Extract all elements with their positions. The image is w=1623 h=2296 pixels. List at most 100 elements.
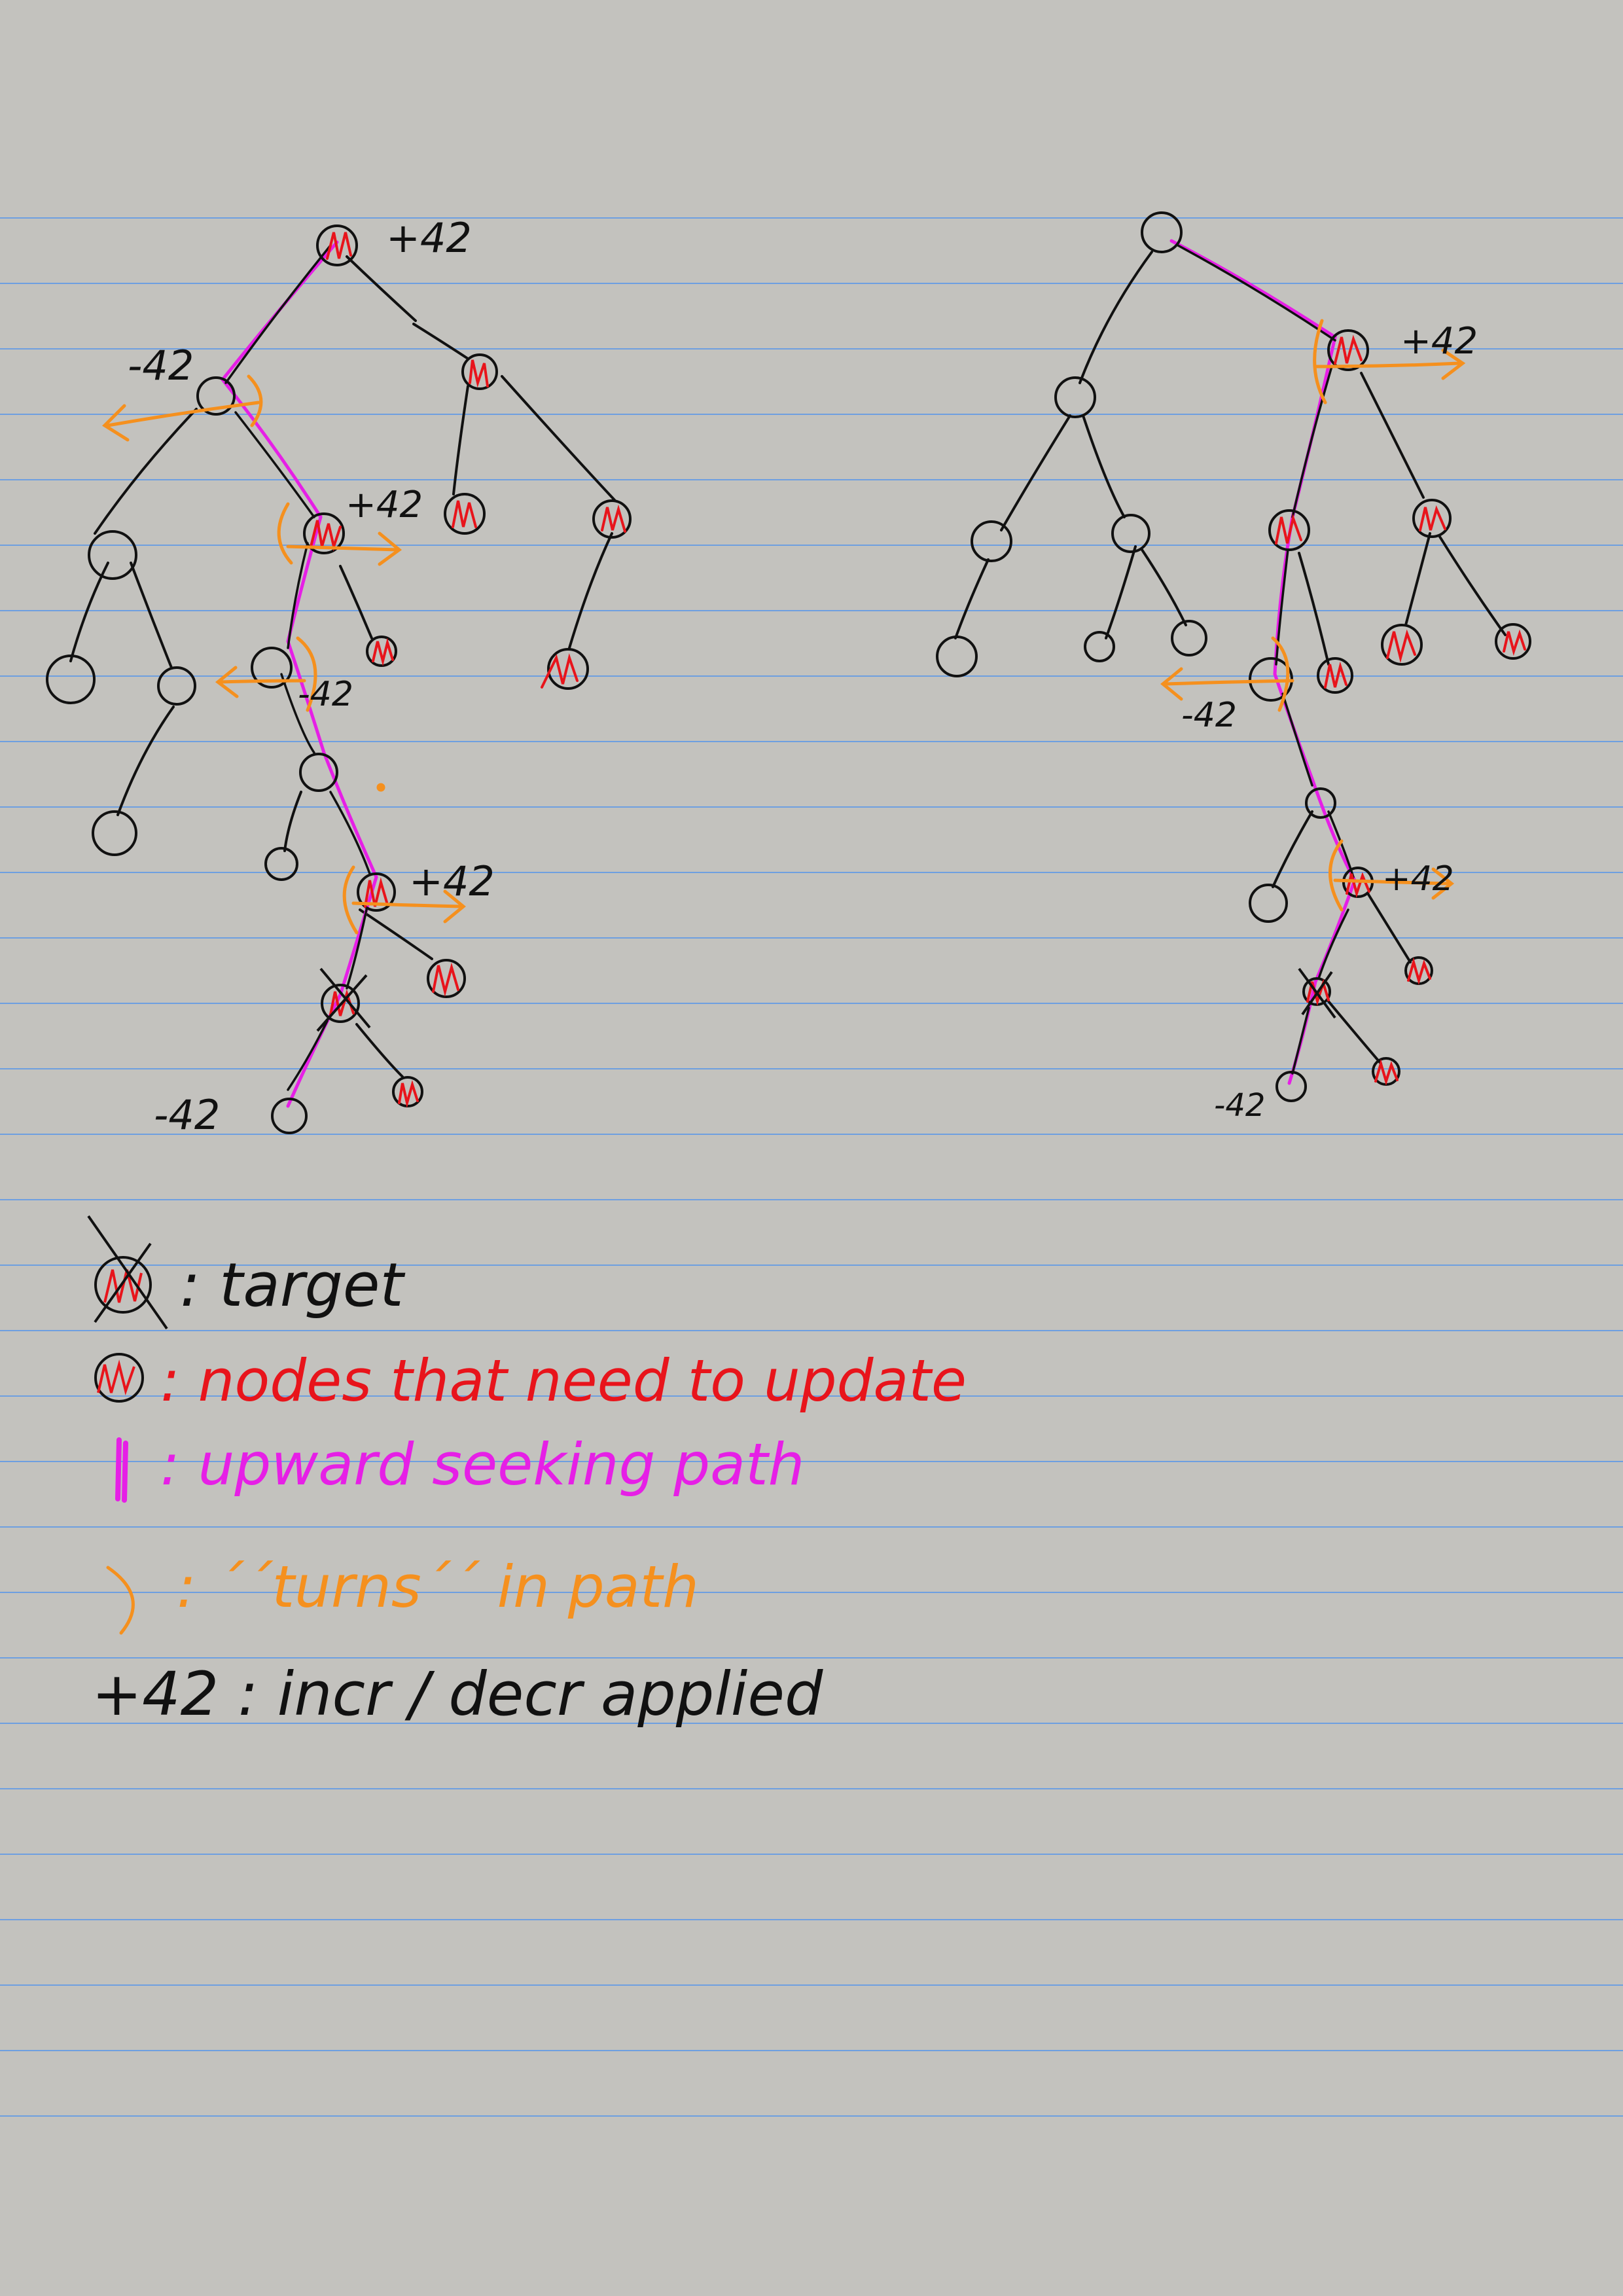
decrement-label: -42 xyxy=(1181,696,1237,735)
update-scribble xyxy=(1419,505,1446,531)
turn-arrow xyxy=(286,531,402,566)
turn-arrow xyxy=(1160,667,1294,701)
node xyxy=(1275,1071,1307,1102)
legend-update-label: : nodes that need to update xyxy=(160,1347,967,1414)
node xyxy=(1141,211,1183,253)
legend-target-label: : target xyxy=(180,1250,406,1320)
turn-arrow xyxy=(215,666,306,698)
turn-mark xyxy=(247,374,263,427)
right-target-cross xyxy=(1298,967,1336,1019)
node xyxy=(1111,514,1150,553)
legend-turn-label: : ´´turns´´ in path xyxy=(177,1553,699,1621)
increment-label: +42 xyxy=(346,484,423,526)
node xyxy=(1495,623,1531,660)
node xyxy=(271,1098,308,1134)
node xyxy=(936,636,978,677)
node xyxy=(592,499,632,539)
right-tree-edges xyxy=(954,251,1507,1065)
node xyxy=(392,1076,423,1107)
node xyxy=(1412,499,1452,538)
legend-turn-symbol xyxy=(106,1566,135,1635)
left-labels: +42 -42 +42 -42 +42 -42 xyxy=(128,214,495,1139)
legend: : target : nodes that need to update : u… xyxy=(87,1215,967,1729)
turn-mark xyxy=(277,502,293,565)
legend-target-symbol xyxy=(87,1215,168,1330)
right-chain-edges xyxy=(1177,244,1355,1075)
node xyxy=(971,520,1012,562)
node xyxy=(321,984,360,1023)
turn-arrow xyxy=(102,401,260,442)
update-scribble xyxy=(1386,629,1416,663)
right-turn-marks xyxy=(1160,319,1466,912)
decrement-label: -42 xyxy=(154,1091,220,1139)
node xyxy=(1171,620,1207,656)
update-scribble xyxy=(541,653,579,689)
increment-label: +42 xyxy=(1382,859,1454,899)
left-tree-nodes xyxy=(46,224,632,1134)
decrement-label: -42 xyxy=(128,342,194,389)
node xyxy=(299,753,338,792)
right-labels: +42 -42 +42 -42 xyxy=(1181,320,1478,1124)
right-tree: +42 -42 +42 -42 xyxy=(936,211,1531,1124)
update-scribble xyxy=(601,504,626,533)
node xyxy=(366,636,397,667)
left-upward-path xyxy=(220,240,378,1108)
update-scribble xyxy=(310,520,342,552)
left-tree: +42 -42 +42 -42 +42 -42 xyxy=(46,214,632,1139)
node xyxy=(251,647,293,689)
update-scribble xyxy=(372,637,394,666)
node xyxy=(157,666,196,706)
left-tree-edges xyxy=(69,255,616,1078)
node xyxy=(444,493,486,535)
node xyxy=(357,872,396,912)
node xyxy=(46,655,96,704)
turn-mark xyxy=(296,636,317,712)
update-scribble xyxy=(469,359,489,388)
turn-arrow xyxy=(1313,348,1466,380)
update-scribble xyxy=(326,232,352,260)
turn-arrow xyxy=(351,889,466,924)
decrement-label: -42 xyxy=(298,675,353,714)
decrement-label: -42 xyxy=(1214,1087,1265,1124)
update-scribble xyxy=(1374,1058,1399,1086)
legend-incr-label: +42 : incr / decr applied xyxy=(92,1659,823,1729)
node xyxy=(196,376,236,416)
node xyxy=(1302,977,1331,1006)
turn-mark xyxy=(342,865,359,935)
increment-label: +42 xyxy=(409,857,495,905)
node xyxy=(1327,329,1369,371)
legend-path-symbol xyxy=(115,1437,128,1503)
update-scribble xyxy=(1334,334,1363,365)
increment-label: +42 xyxy=(1400,320,1478,363)
update-scribble xyxy=(1503,629,1526,656)
update-scribble xyxy=(432,962,459,997)
node xyxy=(461,353,498,390)
node xyxy=(427,959,466,998)
update-scribble xyxy=(398,1080,419,1108)
node xyxy=(1317,657,1353,694)
node xyxy=(1054,376,1096,418)
left-chain-edges xyxy=(224,244,371,1091)
node xyxy=(264,847,298,881)
turn-arrow xyxy=(1333,867,1455,900)
update-scribble xyxy=(364,877,389,908)
update-scribble xyxy=(1407,957,1431,986)
update-scribble xyxy=(1306,978,1330,1007)
update-scribble xyxy=(1275,514,1302,545)
update-scribble xyxy=(452,500,477,528)
turn-mark xyxy=(1329,839,1344,912)
legend-update-symbol xyxy=(94,1353,144,1403)
left-turn-marks xyxy=(102,374,466,935)
node xyxy=(547,648,589,690)
node xyxy=(1305,787,1336,819)
turn-mark xyxy=(1313,319,1327,404)
node xyxy=(1381,624,1423,666)
legend-path-label: : upward seeking path xyxy=(160,1431,804,1498)
turn-mark xyxy=(1271,636,1290,712)
left-update-scribbles xyxy=(310,232,626,1108)
ruled-lines xyxy=(0,217,1623,2117)
increment-label: +42 xyxy=(386,214,472,262)
turn-dot xyxy=(376,783,385,792)
node xyxy=(88,530,137,580)
